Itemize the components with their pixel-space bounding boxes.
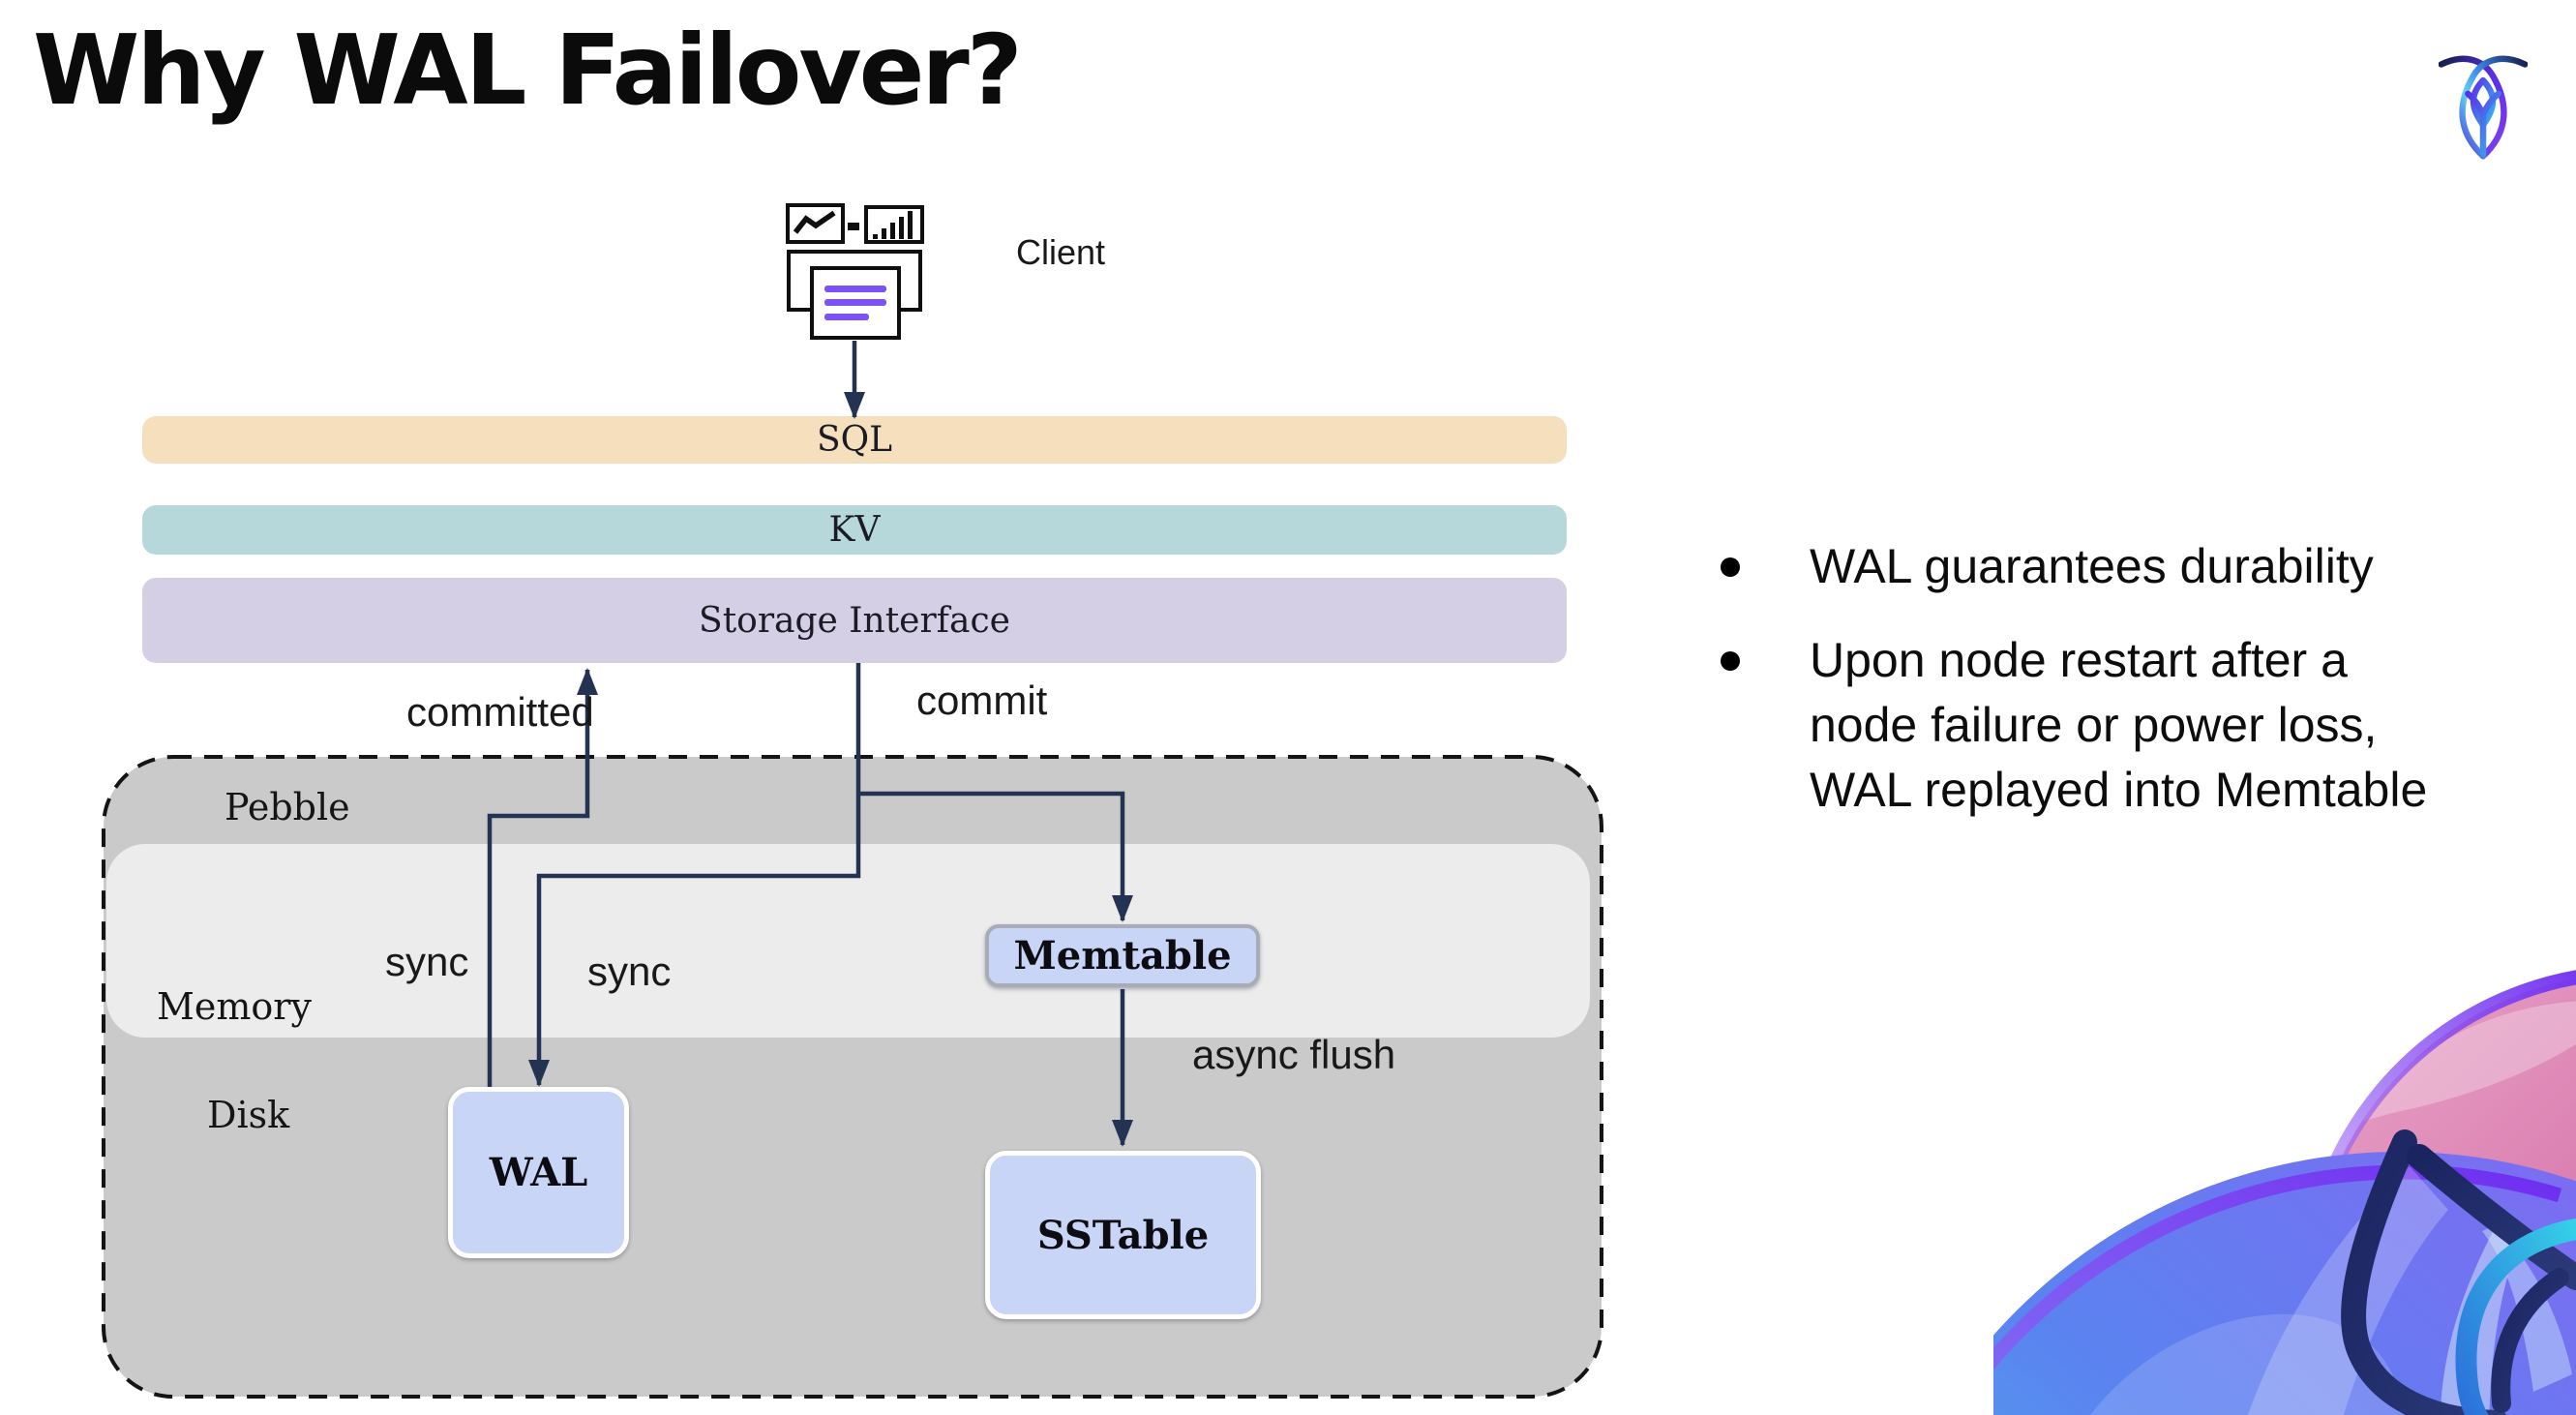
document-icon [810, 266, 901, 340]
bullet-line: WAL guarantees durability [1810, 539, 2374, 593]
bullet-line: node failure or power loss, [1810, 698, 2378, 752]
edge-label-sync-right: sync [587, 948, 672, 994]
cockroachdb-logo-icon [2439, 55, 2528, 160]
cockroach-brand-art [1993, 970, 2576, 1415]
wal-node: WAL [448, 1087, 629, 1258]
bullet-item: WAL guarantees durability [1711, 534, 2514, 599]
edge-label-committed: committed [406, 689, 594, 735]
layer-kv-label: KV [828, 510, 881, 550]
memory-label: Memory [157, 985, 312, 1028]
pebble-label: Pebble [225, 786, 350, 828]
doc-line [824, 314, 869, 320]
edge-label-commit: commit [916, 677, 1048, 723]
edge-label-sync-left: sync [385, 939, 469, 984]
bullet-line: WAL replayed into Memtable [1810, 763, 2428, 817]
layer-storage-interface: Storage Interface [142, 578, 1567, 663]
sstable-node-label: SSTable [1036, 1212, 1210, 1258]
client-apps-icon [786, 199, 929, 345]
bullet-item: Upon node restart after a node failure o… [1711, 628, 2514, 823]
bar-chart-icon [864, 205, 924, 244]
arrow-commit-memtable [858, 791, 1133, 922]
memtable-node-label: Memtable [1013, 933, 1232, 978]
client-label: Client [1016, 232, 1106, 272]
doc-line [824, 299, 886, 306]
memory-band [106, 844, 1590, 1038]
dash-connector [848, 223, 859, 230]
bullet-list: WAL guarantees durability Upon node rest… [1711, 534, 2514, 823]
sstable-node: SSTable [985, 1151, 1261, 1319]
layer-sql-label: SQL [816, 420, 893, 460]
layer-kv: KV [142, 505, 1567, 555]
layer-storage-label: Storage Interface [699, 600, 1010, 641]
line-chart-icon [786, 203, 845, 244]
doc-line [824, 286, 886, 292]
memtable-node: Memtable [985, 924, 1260, 987]
slide-title: Why WAL Failover? [33, 14, 1023, 127]
wal-node-label: WAL [489, 1150, 588, 1195]
bullet-line: Upon node restart after a [1810, 633, 2348, 687]
edge-label-async-flush: async flush [1192, 1032, 1396, 1077]
disk-label: Disk [207, 1094, 290, 1136]
layer-sql: SQL [142, 416, 1567, 464]
